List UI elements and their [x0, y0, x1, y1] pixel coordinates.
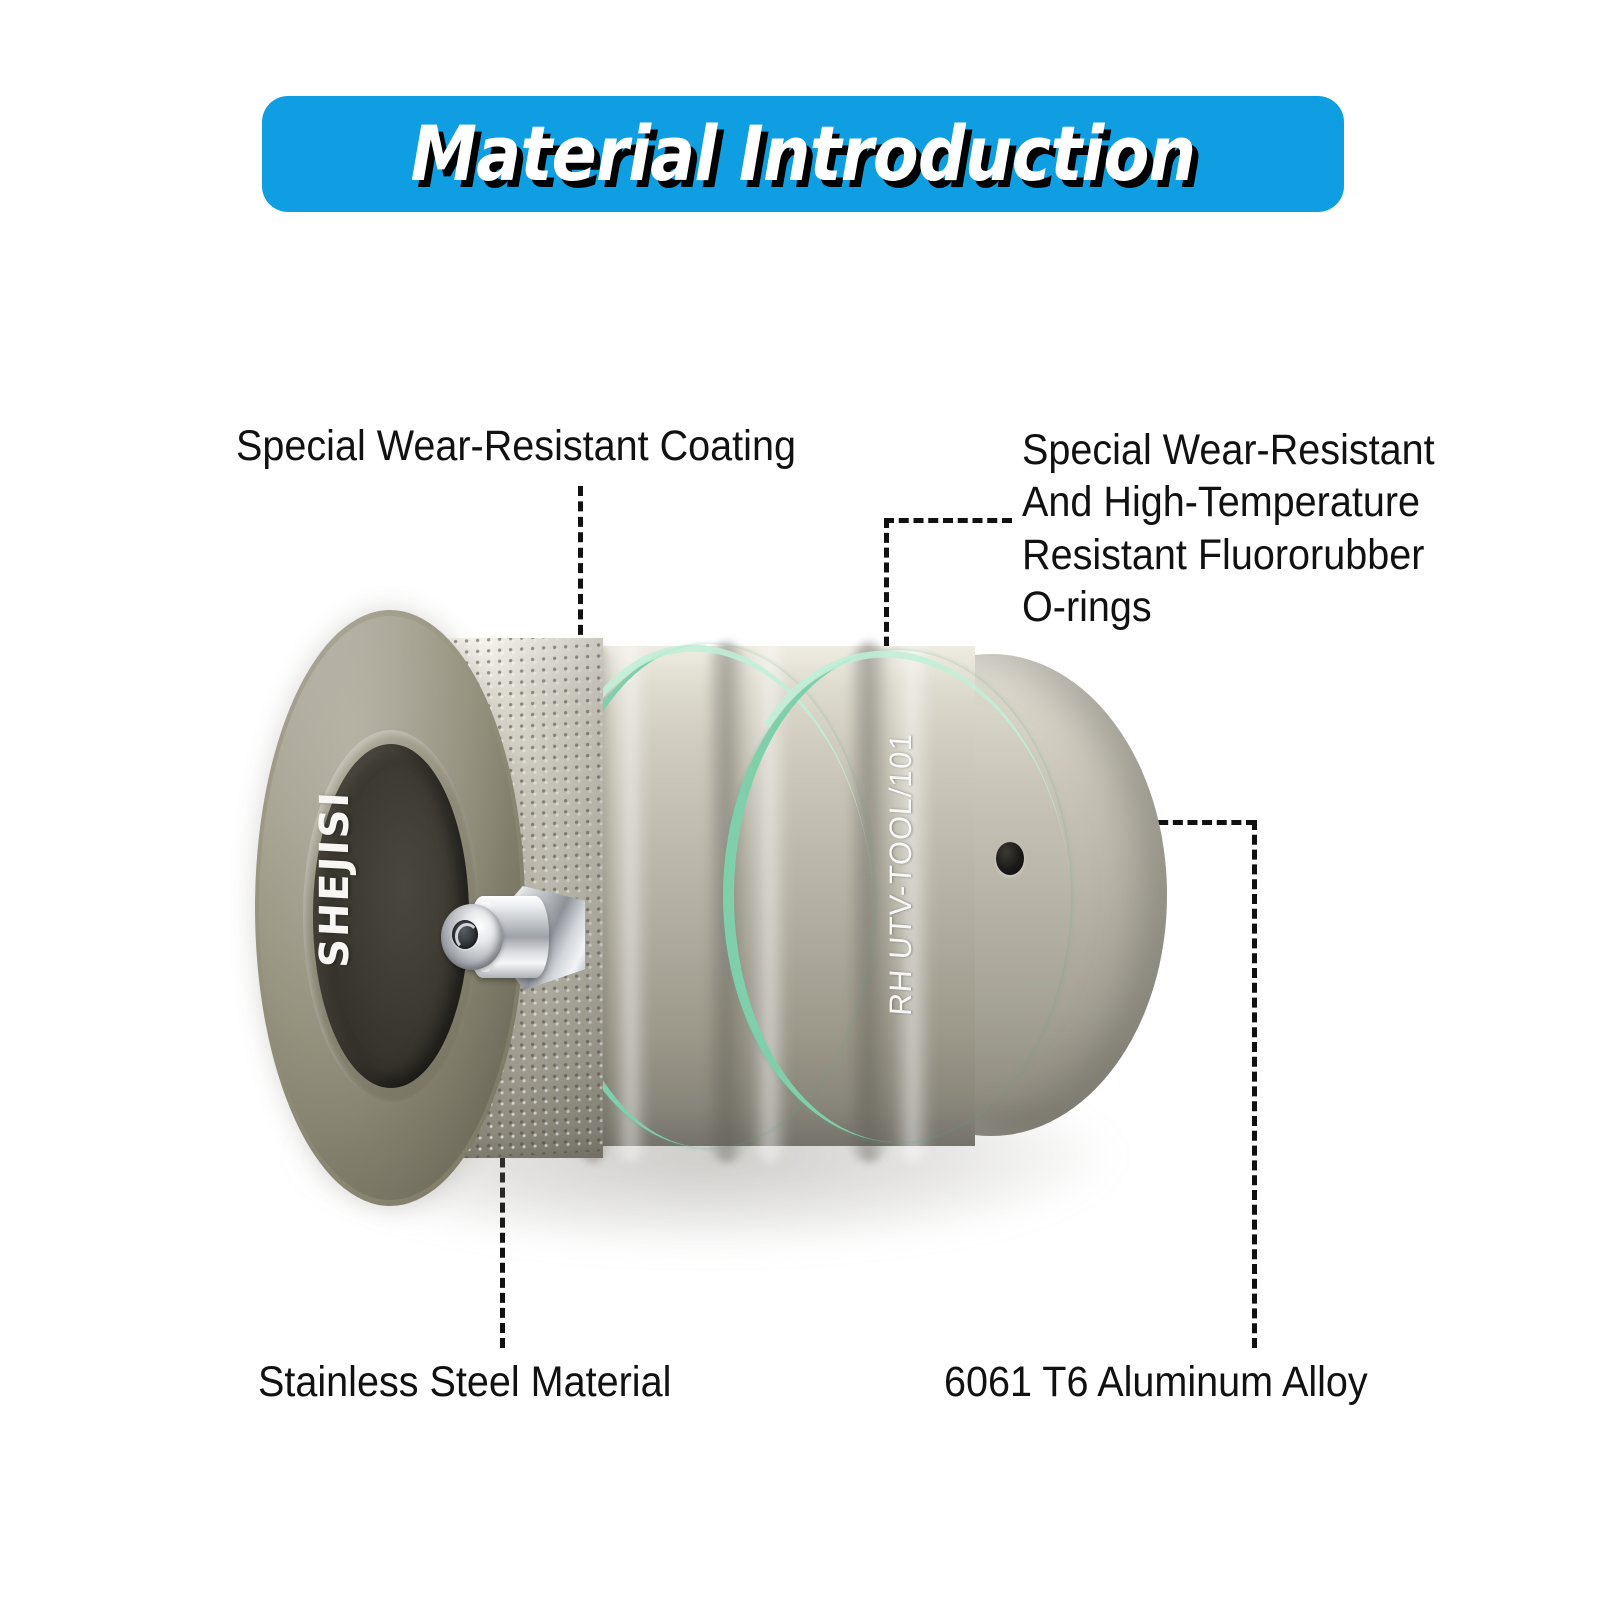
vent-hole [996, 842, 1024, 875]
leader-line-coating [578, 486, 583, 712]
zerk-ball-highlight [455, 923, 479, 950]
product-image: RH UTV-TOOL/101 SHEJISI [255, 610, 1167, 1250]
fluororubber-oring-2 [723, 650, 1071, 1142]
grease-zerk-fitting [441, 878, 591, 1010]
callout-label-aluminum: 6061 T6 Aluminum Alloy [944, 1358, 1368, 1406]
bore-opening [313, 744, 469, 1088]
callout-label-orings: Special Wear-Resistant And High-Temperat… [1022, 426, 1435, 632]
leader-line-orings-vertical [884, 518, 889, 706]
brand-logo-text: SHEJISI [312, 789, 358, 969]
title-banner: Material Introduction [262, 96, 1344, 212]
barrel-engraving-text: RH UTV-TOOL/101 [883, 731, 918, 1017]
leader-line-aluminum-vertical [1252, 820, 1257, 1348]
callout-label-coating: Special Wear-Resistant Coating [236, 422, 796, 470]
leader-line-orings-horizontal [884, 518, 1012, 523]
callout-label-stainless: Stainless Steel Material [258, 1358, 672, 1406]
page-title: Material Introduction [410, 109, 1197, 198]
